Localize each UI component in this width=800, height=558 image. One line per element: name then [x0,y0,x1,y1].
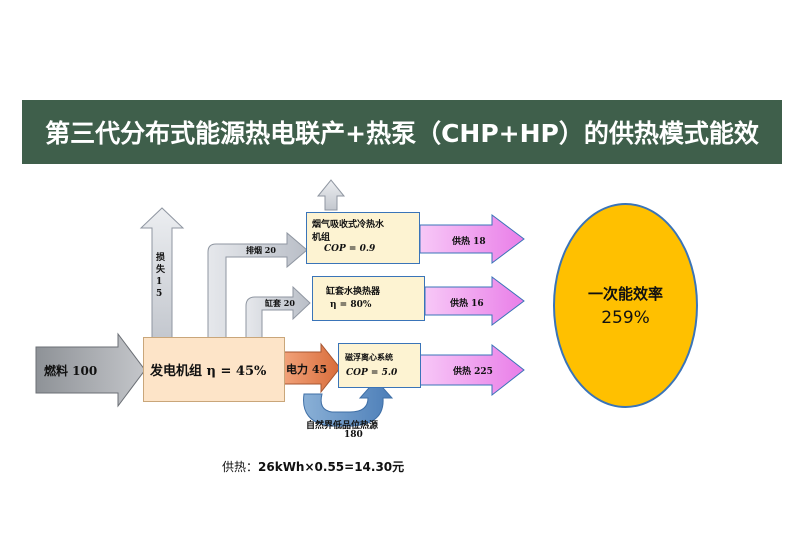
exhaust-flow-label: 排烟 20 [246,245,276,255]
absorption-cop: COP = 0.9 [324,244,376,254]
absorption-line2: 机组 [312,233,331,243]
ambient-source-line2: 180 [344,430,363,440]
footer-prefix: 供热： [222,460,259,474]
jacket-flow-label: 缸套 20 [265,298,295,308]
jacket-box-eta: η = 80% [330,300,372,310]
heat-arrow-2 [424,276,525,326]
ambient-source-line1: 自然界低品位热源 [306,421,379,431]
absorption-line1: 烟气吸收式冷热水 [312,220,385,230]
exhaust-arrow [207,231,308,341]
heat-arrow-3 [419,343,525,397]
generator-label: 发电机组 η = 45% [150,364,267,379]
fuel-arrow [35,332,146,408]
maglev-line1: 磁浮离心系统 [345,352,393,362]
generator-box [143,337,285,402]
loss-label: 损失15 [156,253,166,299]
power-arrow [281,342,341,394]
efficiency-value: 259% [601,308,650,328]
efficiency-label: 一次能效率 [587,285,663,303]
heat-output-1-label: 供热 18 [452,237,486,247]
heating-cost-formula: 供热：26kWh×0.55=14.30元 [222,458,404,475]
fuel-label: 燃料 100 [44,364,98,378]
primary-energy-efficiency-ellipse: 一次能效率 259% [553,203,698,408]
page-title: 第三代分布式能源热电联产+热泵（CHP+HP）的供热模式能效 [22,100,782,164]
footer-formula: 26kWh×0.55=14.30元 [258,460,405,474]
loss-arrow [139,207,185,341]
heat-output-3-label: 供热 225 [453,367,493,377]
maglev-cop: COP = 5.0 [346,368,398,378]
power-flow-label: 电力 45 [286,363,328,376]
jacket-arrow [245,285,311,341]
jacket-box-line1: 缸套水换热器 [326,287,381,297]
heat-output-2-label: 供热 16 [450,299,484,309]
maglev-centrifugal-box [338,343,421,388]
absorption-chiller-box [306,212,420,264]
ambient-source-arrow [303,379,394,427]
heat-arrow-1 [419,214,525,264]
jacket-heat-exchanger-box [312,276,425,321]
exhaust-out-arrow [316,179,346,211]
